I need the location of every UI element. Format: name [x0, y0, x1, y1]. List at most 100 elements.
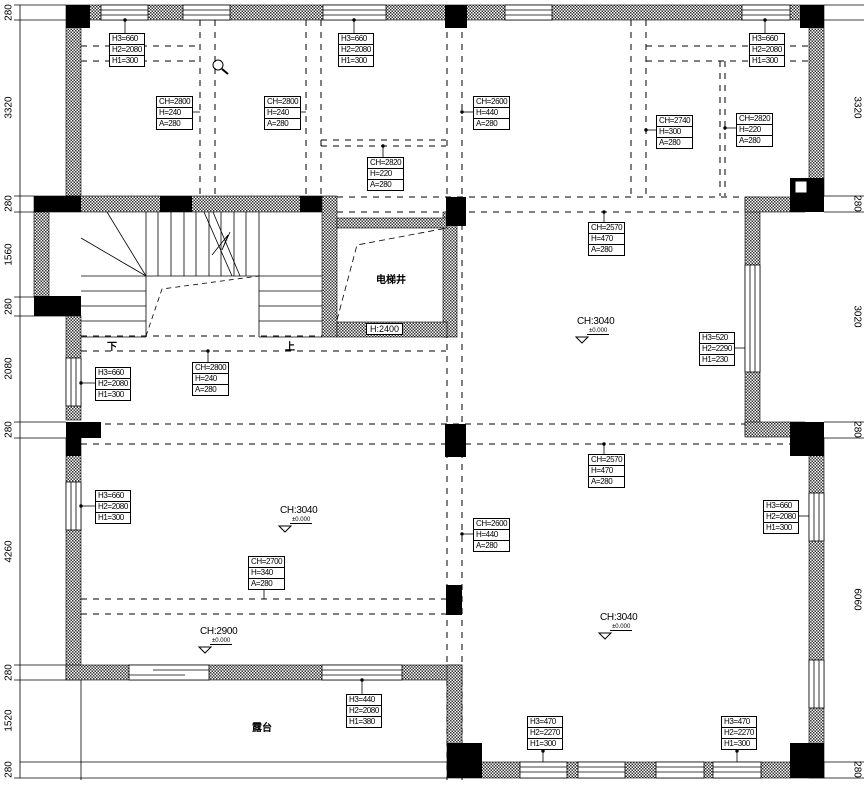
magnifier-cursor-icon: [212, 59, 229, 75]
tag-line: CH=2570: [591, 223, 623, 232]
dimension-label-left: 280: [3, 761, 15, 778]
leader-dot: [79, 381, 83, 385]
tag-line: A=280: [737, 135, 773, 146]
tag-line: H=240: [193, 373, 229, 384]
tag-line: H1=300: [339, 55, 373, 66]
tag-line: H=240: [265, 107, 301, 118]
leader-dot: [541, 749, 545, 753]
tag-line: H=300: [657, 126, 693, 137]
tag-line: H3=660: [752, 34, 778, 43]
tag-line: CH=2740: [659, 116, 691, 125]
level-triangle-icon: [197, 646, 213, 654]
leader-dot: [360, 678, 364, 682]
tag-line: H=470: [589, 233, 625, 244]
columns: [34, 5, 824, 778]
leader-lines: [79, 18, 809, 762]
tag-line: H1=380: [347, 716, 381, 727]
floor-level-label: ±0.000: [610, 624, 633, 631]
dimension-label-left: 3320: [3, 96, 15, 119]
tag-line: CH=2820: [370, 158, 402, 167]
tag-line: A=280: [657, 137, 693, 148]
tag-line: H1=300: [528, 738, 562, 749]
ceiling-height-label: CH:3040: [600, 612, 638, 623]
tag-line: H2=2080: [347, 705, 381, 715]
dimension-label-right: 3020: [851, 305, 863, 328]
floor-level-label: ±0.000: [290, 517, 313, 524]
dimension-label-right: 3320: [851, 96, 863, 119]
tag-line: H1=300: [764, 522, 798, 533]
dimension-label-left: 1560: [3, 242, 15, 266]
tag-line: CH=2600: [476, 519, 508, 528]
tag-line: CH=2800: [267, 97, 299, 106]
tag-line: CH=2820: [739, 114, 771, 123]
tag-line: CH=2700: [251, 557, 283, 566]
tag-line: H2=2080: [339, 44, 373, 54]
tag-line: CH=2600: [476, 97, 508, 106]
dimension-label-right: 280: [851, 761, 863, 778]
tag-line: H=470: [589, 465, 625, 476]
level-triangle-icon: [574, 336, 590, 344]
ceiling-height-label: CH:3040: [577, 316, 615, 327]
elevator-door-height: H:2400: [366, 323, 404, 335]
leader-dot: [352, 18, 356, 22]
windows: [65, 4, 825, 779]
leader-dot: [460, 532, 464, 536]
leader-dot: [602, 210, 606, 214]
tag-line: H1=300: [722, 738, 756, 749]
terrace-lines: [20, 680, 447, 780]
tag-line: H3=660: [766, 501, 792, 510]
tag-line: H3=470: [724, 717, 750, 726]
tag-line: H1=300: [110, 55, 144, 66]
dimension-label-right: 280: [851, 195, 863, 212]
tag-line: A=280: [265, 118, 301, 129]
tag-line: H3=660: [112, 34, 138, 43]
dimension-label-left: 280: [3, 3, 15, 21]
tag-line: A=280: [368, 179, 404, 190]
floor-level-label: ±0.000: [210, 638, 233, 645]
tag-line: H3=470: [530, 717, 556, 726]
leader-dot: [381, 144, 385, 148]
tag-line: H3=520: [702, 333, 728, 342]
dimension-label-left: 2080: [3, 357, 15, 380]
tag-line: H3=660: [341, 34, 367, 43]
tag-line: H2=2080: [96, 378, 130, 388]
tag-line: H2=2270: [528, 727, 562, 737]
tag-line: CH=2570: [591, 455, 623, 464]
stair-up-label: 上: [285, 342, 295, 353]
leader-dot: [602, 442, 606, 446]
tag-line: A=280: [589, 244, 625, 255]
leader-dot: [735, 749, 739, 753]
tag-line: H2=2080: [110, 44, 144, 54]
room-label-elevator-shaft: 电梯井: [376, 275, 406, 286]
tag-line: A=280: [474, 118, 510, 129]
level-markers: [197, 336, 613, 654]
room-label-terrace: 露台: [252, 723, 272, 734]
tag-line: H1=300: [96, 389, 130, 400]
dimension-label-right: 6060: [851, 588, 863, 611]
tag-line: H2=2270: [722, 727, 756, 737]
leader-dot: [723, 126, 727, 130]
tag-line: H1=300: [96, 512, 130, 523]
tag-line: H3=660: [98, 491, 124, 500]
staircase: [80, 211, 448, 338]
tag-line: A=280: [193, 384, 229, 395]
tag-line: H2=2080: [764, 511, 798, 521]
tag-line: A=280: [589, 476, 625, 487]
